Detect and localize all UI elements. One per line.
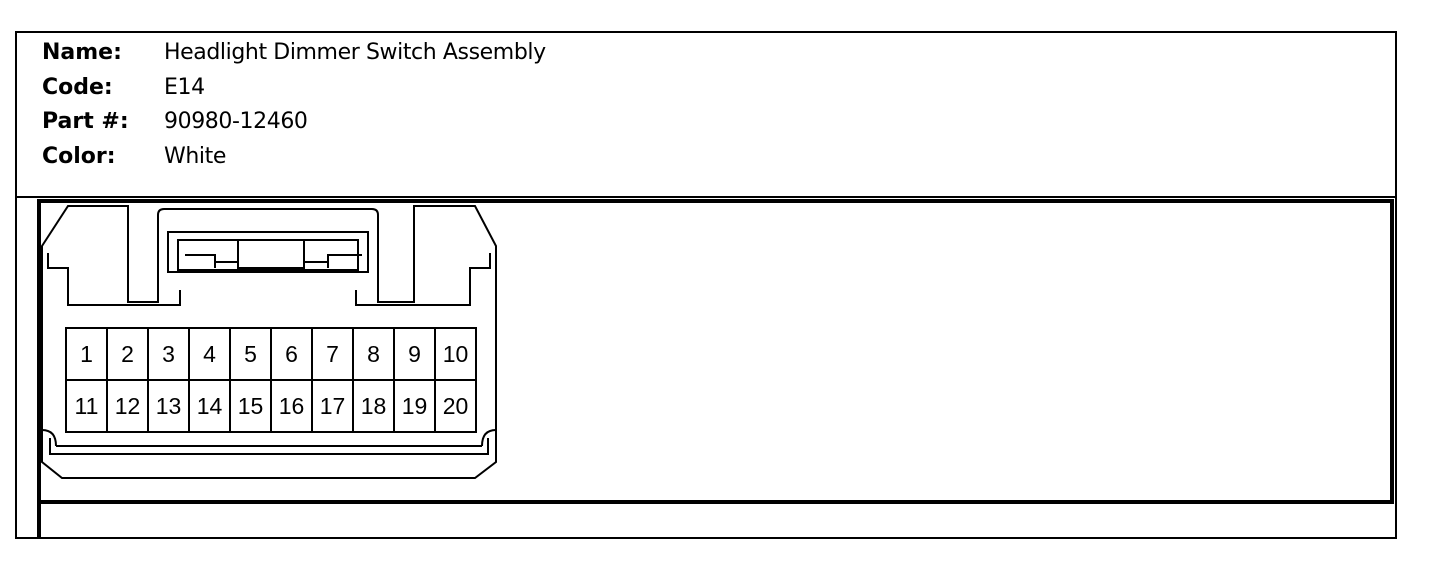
- pin-label: 6: [285, 341, 298, 367]
- connector-inner-shoulder: [47, 253, 491, 306]
- connector-corner-left: [41, 429, 57, 447]
- name-value: Headlight Dimmer Switch Assembly: [164, 40, 546, 65]
- connector-housing: [41, 205, 497, 479]
- part-number-label: Part #:: [42, 109, 129, 134]
- pin-label: 12: [115, 393, 141, 419]
- pin-label: 20: [443, 393, 469, 419]
- color-row: Color: White: [42, 140, 546, 175]
- connector-lock-bar: [177, 239, 359, 271]
- pin-label: 4: [203, 341, 216, 367]
- color-label: Color:: [42, 143, 116, 169]
- pin-label: 2: [121, 341, 134, 367]
- pin-label: 9: [408, 341, 421, 367]
- connector-lock-steps: [185, 254, 362, 268]
- header-divider: [15, 196, 1397, 198]
- name-label: Name:: [42, 40, 122, 65]
- code-row: Code: E14: [42, 71, 546, 106]
- connector-panel: [37, 199, 1394, 504]
- color-value: White: [164, 143, 226, 169]
- pin-label: 8: [367, 341, 380, 367]
- pin-label: 7: [326, 341, 339, 367]
- connector-outer-shell: [41, 205, 497, 479]
- pin-label: 18: [361, 393, 387, 419]
- bottom-strip: [37, 503, 41, 539]
- pin-label: 5: [244, 341, 257, 367]
- part-number-row: Part #: 90980-12460: [42, 105, 546, 140]
- diagram-frame: [15, 31, 1397, 539]
- connector-bottom-skirt: [49, 438, 489, 455]
- pin-label: 17: [320, 393, 346, 419]
- pin-label: 16: [279, 393, 305, 419]
- pin-label: 1: [80, 341, 93, 367]
- pin-label: 13: [156, 393, 182, 419]
- pin-label: 10: [443, 341, 469, 367]
- part-info: Name: Headlight Dimmer Switch Assembly Co…: [42, 36, 546, 174]
- name-row: Name: Headlight Dimmer Switch Assembly: [42, 36, 546, 71]
- pin-row-top: 1 2 3 4 5 6 7 8 9 10: [80, 341, 468, 367]
- pin-label: 15: [238, 393, 264, 419]
- part-number-value: 90980-12460: [164, 109, 308, 134]
- pin-label: 14: [197, 393, 223, 419]
- pin-row-bottom: 11 12 13 14 15 16 17 18 19 20: [75, 393, 469, 419]
- pin-label: 3: [162, 341, 175, 367]
- code-label: Code:: [42, 74, 113, 100]
- pin-label: 11: [75, 393, 99, 419]
- pin-label: 19: [402, 393, 428, 419]
- code-value: E14: [164, 74, 205, 100]
- connector-lock-tab: [237, 240, 305, 269]
- connector-corner-right: [481, 429, 497, 447]
- connector-lock-latch: [167, 231, 369, 273]
